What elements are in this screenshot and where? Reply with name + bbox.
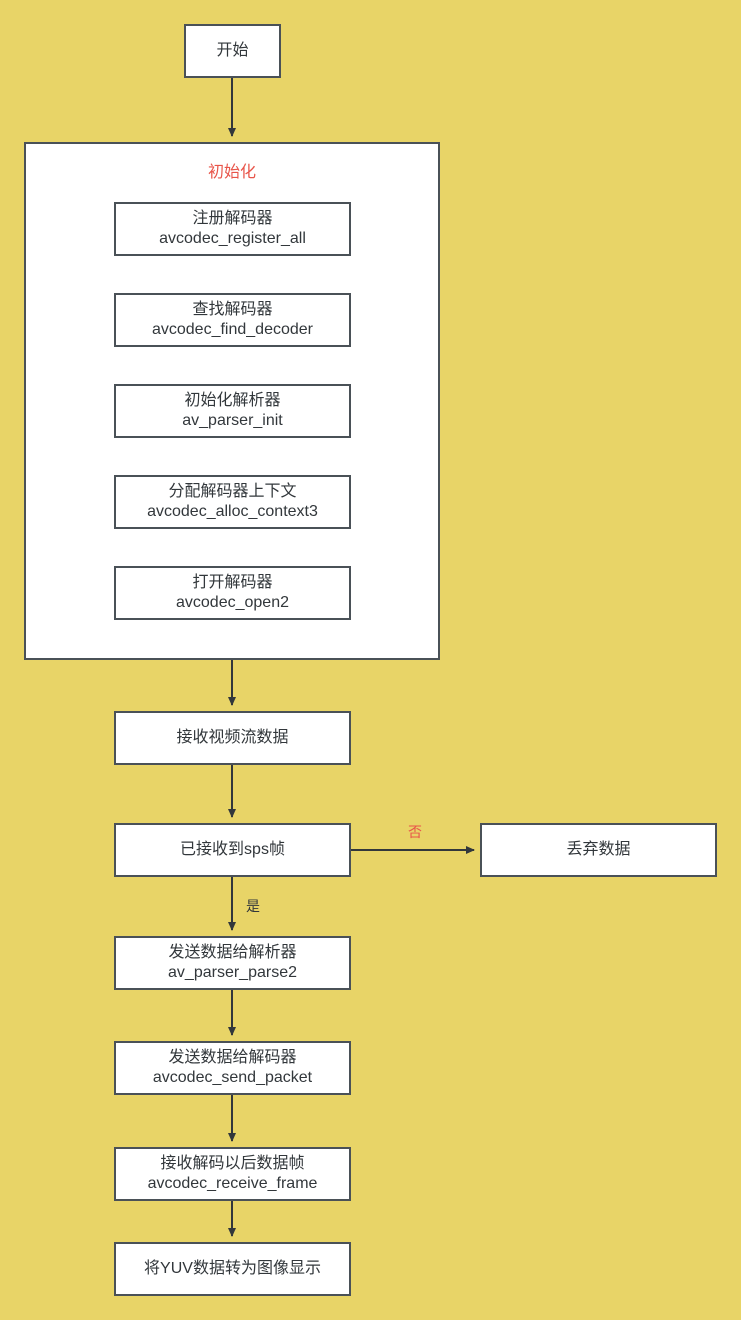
node-register-decoder-line2: avcodec_register_all (159, 230, 306, 247)
node-sps-check[interactable]: 已接收到sps帧 (114, 823, 351, 877)
node-discard-data[interactable]: 丢弃数据 (480, 823, 717, 877)
node-yuv-display-line1: 将YUV数据转为图像显示 (144, 1259, 321, 1277)
node-alloc-context-line1: 分配解码器上下文 (168, 482, 297, 500)
node-receive-stream[interactable]: 接收视频流数据 (114, 711, 351, 765)
node-discard-data-line1: 丢弃数据 (566, 840, 631, 858)
edge-label-no: 否 (408, 824, 422, 840)
subgraph-title-initialization: 初始化 (24, 158, 440, 182)
node-register-decoder-line1: 注册解码器 (192, 209, 273, 227)
node-yuv-display[interactable]: 将YUV数据转为图像显示 (114, 1242, 351, 1296)
edge-label-yes: 是 (246, 898, 260, 914)
node-receive-frame-line2: avcodec_receive_frame (147, 1175, 318, 1192)
node-parser-init-line1: 初始化解析器 (184, 391, 281, 409)
node-receive-frame[interactable]: 接收解码以后数据帧 avcodec_receive_frame (114, 1147, 351, 1201)
node-send-parser-line2: av_parser_parse2 (168, 964, 297, 981)
node-send-parser[interactable]: 发送数据给解析器 av_parser_parse2 (114, 936, 351, 990)
node-start[interactable]: 开始 (184, 24, 281, 78)
node-alloc-context[interactable]: 分配解码器上下文 avcodec_alloc_context3 (114, 475, 351, 529)
node-send-decoder-line2: avcodec_send_packet (152, 1069, 313, 1086)
node-parser-init[interactable]: 初始化解析器 av_parser_init (114, 384, 351, 438)
node-parser-init-line2: av_parser_init (182, 412, 283, 429)
subgraph-title-text: 初始化 (207, 164, 256, 181)
node-send-parser-line1: 发送数据给解析器 (168, 943, 297, 961)
node-find-decoder[interactable]: 查找解码器 avcodec_find_decoder (114, 293, 351, 347)
node-open-codec-line1: 打开解码器 (192, 573, 273, 591)
node-find-decoder-line2: avcodec_find_decoder (151, 321, 313, 338)
node-find-decoder-line1: 查找解码器 (192, 300, 273, 318)
node-send-decoder-line1: 发送数据给解码器 (168, 1048, 297, 1066)
node-alloc-context-line2: avcodec_alloc_context3 (147, 503, 318, 520)
node-start-line1: 开始 (216, 41, 249, 59)
node-sps-check-line1: 已接收到sps帧 (180, 840, 285, 858)
node-receive-frame-line1: 接收解码以后数据帧 (160, 1154, 305, 1172)
node-receive-stream-line1: 接收视频流数据 (176, 728, 289, 746)
node-register-decoder[interactable]: 注册解码器 avcodec_register_all (114, 202, 351, 256)
node-send-decoder[interactable]: 发送数据给解码器 avcodec_send_packet (114, 1041, 351, 1095)
node-open-codec[interactable]: 打开解码器 avcodec_open2 (114, 566, 351, 620)
node-open-codec-line2: avcodec_open2 (176, 594, 289, 611)
